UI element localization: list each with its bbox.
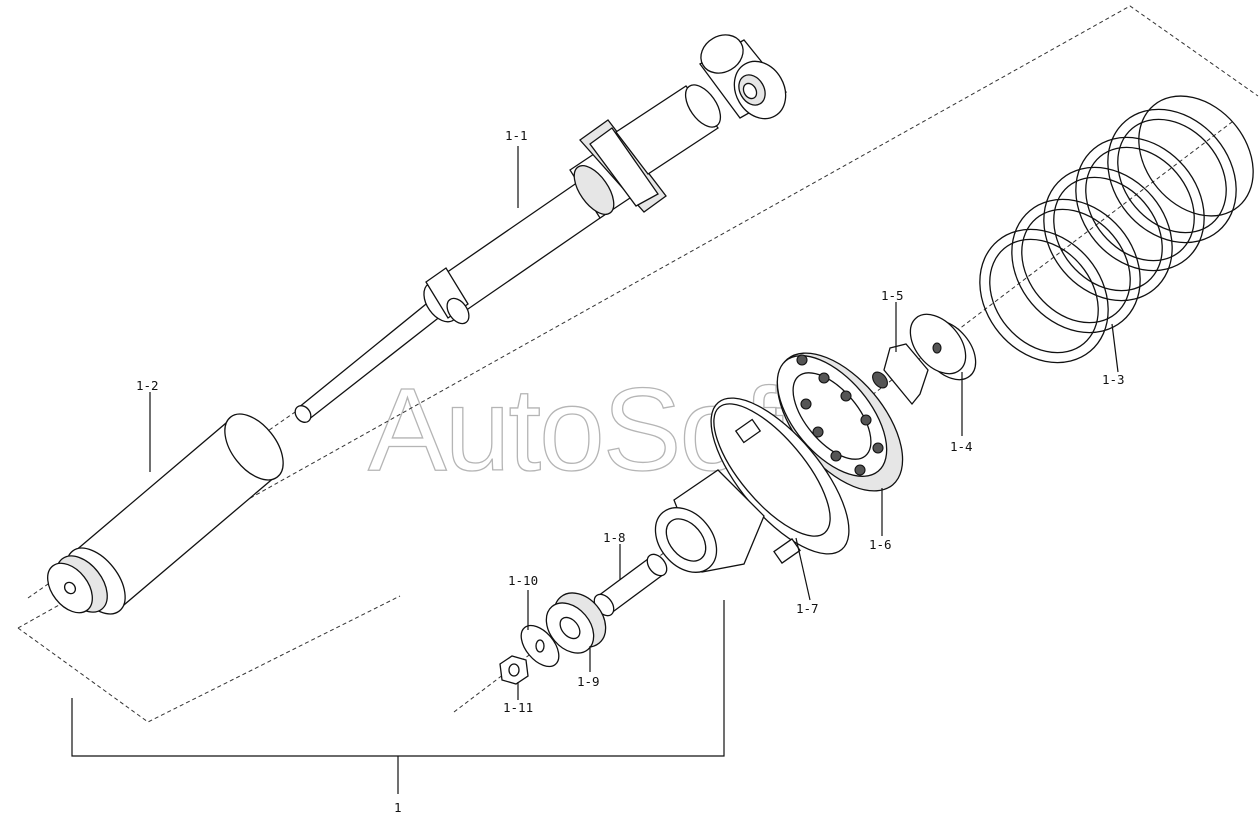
- coil-spring: [979, 95, 1254, 364]
- leader-line: [1111, 323, 1119, 373]
- label-1-2: 1-2: [136, 378, 159, 393]
- bump-stop: [872, 343, 929, 406]
- label-1-6: 1-6: [869, 537, 892, 552]
- spring-seat: [909, 313, 977, 381]
- shock-absorber: [294, 34, 787, 423]
- assembly-bracket: [71, 600, 725, 757]
- upper-mount: [654, 397, 850, 573]
- assembly-boundary-lower: [17, 595, 401, 723]
- insulator-plate: [776, 352, 904, 492]
- label-1-9: 1-9: [577, 674, 600, 689]
- leader-line: [795, 537, 811, 601]
- nut: [499, 655, 529, 685]
- dust-cover: [47, 413, 284, 615]
- label-1-10: 1-10: [508, 573, 538, 588]
- spacer-tube: [593, 553, 668, 617]
- assembly-boundary: [17, 5, 1259, 629]
- bushing: [545, 592, 607, 654]
- label-1-4: 1-4: [950, 439, 973, 454]
- label-1-1: 1-1: [505, 128, 528, 143]
- label-1-7: 1-7: [796, 601, 819, 616]
- label-1-5: 1-5: [881, 288, 904, 303]
- washer: [520, 624, 560, 668]
- assembly-label: 1: [394, 800, 402, 815]
- label-1-11: 1-11: [503, 700, 533, 715]
- label-1-8: 1-8: [603, 530, 626, 545]
- label-1-3: 1-3: [1102, 372, 1125, 387]
